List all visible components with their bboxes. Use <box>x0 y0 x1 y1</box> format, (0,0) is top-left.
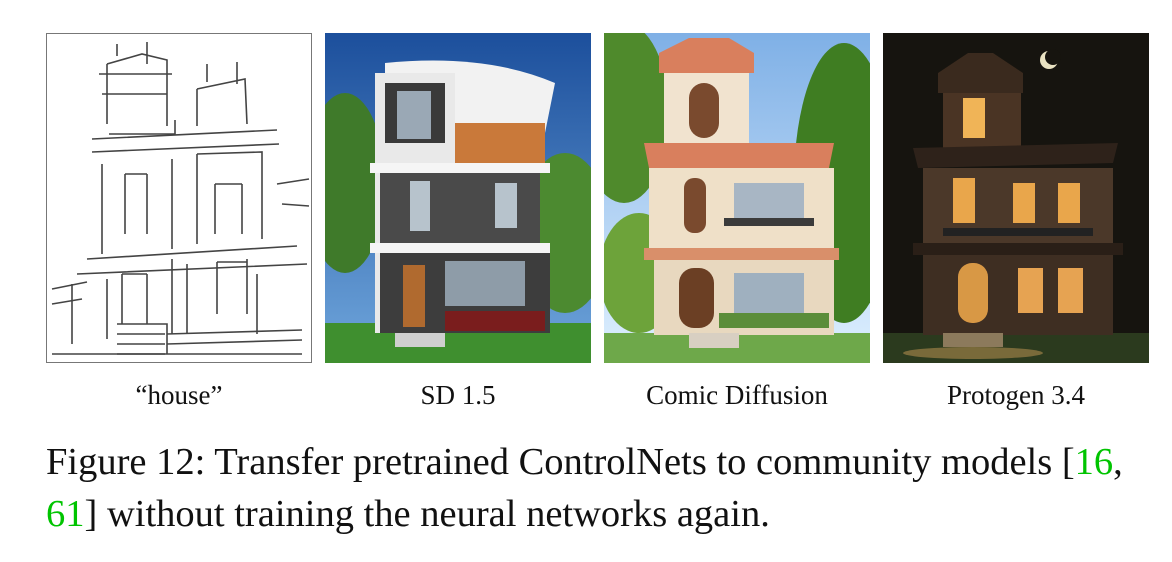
citation-link-16[interactable]: 16 <box>1074 441 1114 483</box>
figure-caption: Figure 12: Transfer pretrained ControlNe… <box>46 436 1146 540</box>
caption-suffix: ] without training the neural networks a… <box>84 493 770 535</box>
caption-separator: , <box>1113 441 1123 483</box>
sketch-image <box>46 33 312 363</box>
citation-link-61[interactable]: 61 <box>46 493 85 535</box>
caption-prefix: Figure 12: Transfer pretrained ControlNe… <box>46 441 1075 483</box>
panel-label-sd15: SD 1.5 <box>420 380 496 410</box>
panel-label-comic-diffusion: Comic Diffusion <box>646 380 828 410</box>
panel-label-sketch: “house” <box>135 380 223 410</box>
comic-diffusion-image <box>604 33 870 363</box>
panel-label-protogen: Protogen 3.4 <box>947 380 1085 410</box>
sd15-image <box>325 33 591 363</box>
protogen-image <box>883 33 1149 363</box>
